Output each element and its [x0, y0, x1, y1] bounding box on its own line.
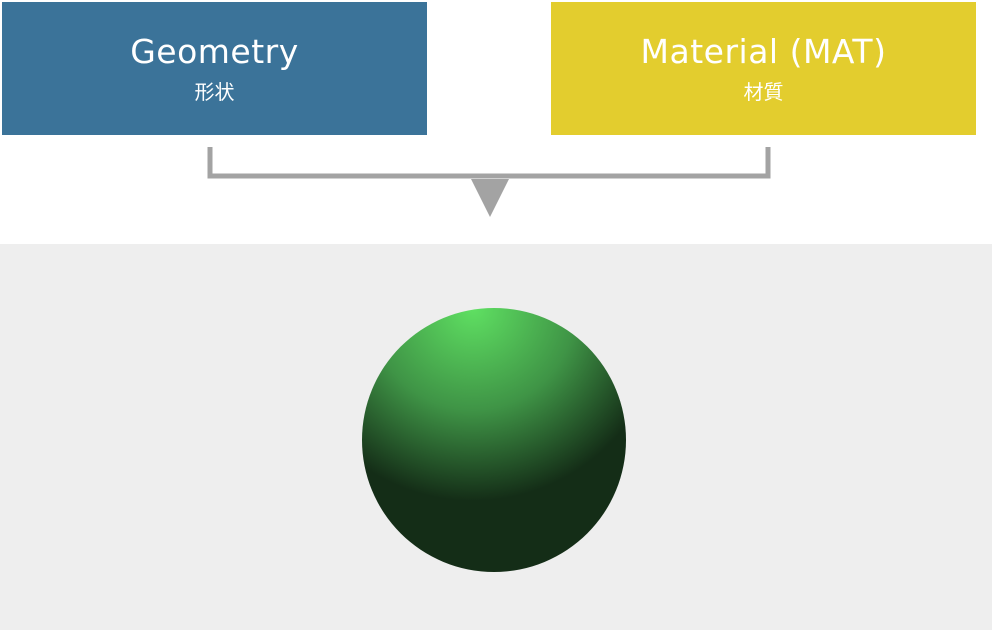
- merge-connector: [207, 147, 771, 217]
- down-arrow-icon: [471, 179, 509, 217]
- material-box: Material (MAT) 材質: [551, 2, 976, 135]
- material-subtitle: 材質: [743, 79, 784, 104]
- sphere-body: [362, 308, 626, 572]
- bracket-line: [207, 147, 771, 179]
- green-sphere-icon: [362, 308, 626, 572]
- geometry-title: Geometry: [130, 31, 299, 71]
- render-viewport: [0, 244, 992, 630]
- material-title: Material (MAT): [640, 31, 887, 71]
- geometry-box: Geometry 形状: [2, 2, 427, 135]
- geometry-subtitle: 形状: [194, 79, 235, 104]
